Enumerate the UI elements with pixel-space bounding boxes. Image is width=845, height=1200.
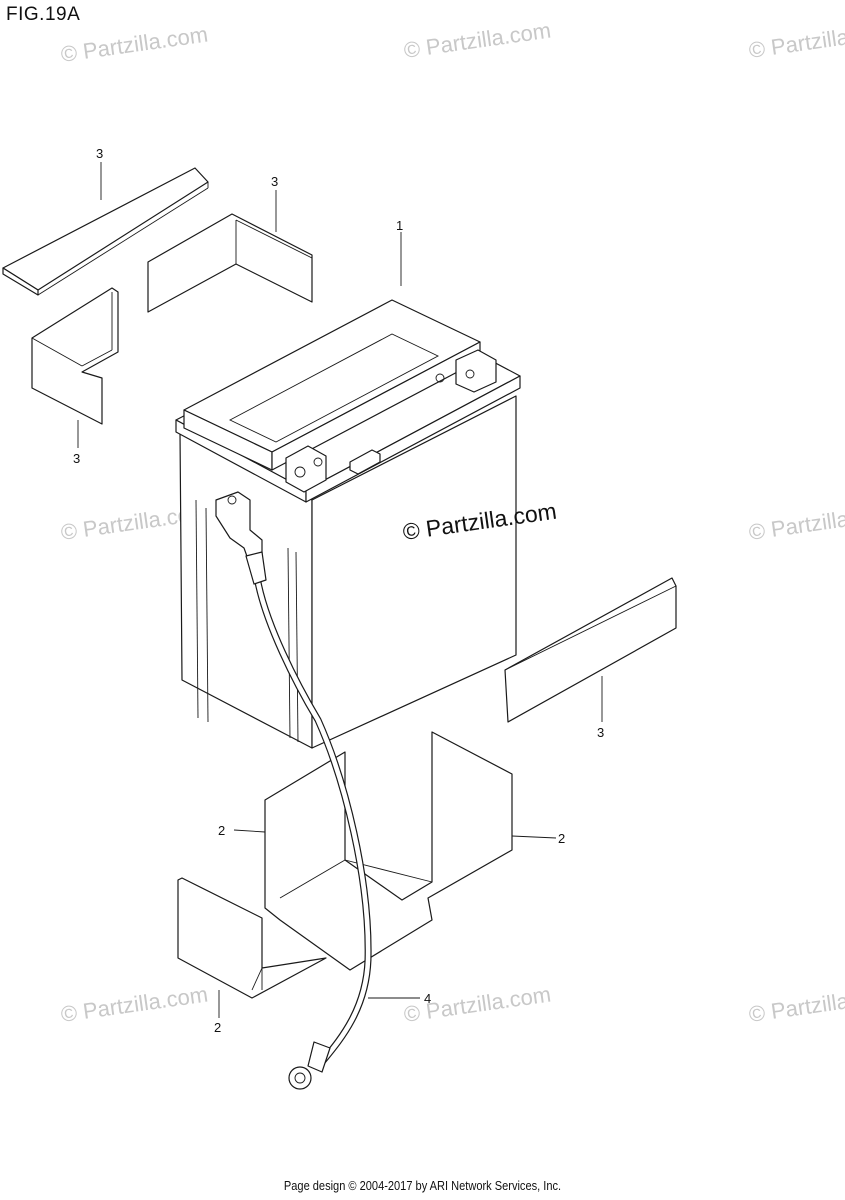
callout-cushion: 3 bbox=[597, 725, 604, 740]
cushion-bent-top bbox=[147, 213, 313, 313]
cushion-strip-top-left bbox=[2, 167, 209, 296]
battery bbox=[175, 299, 521, 749]
callout-battery-case: 2 bbox=[558, 831, 565, 846]
leader-lines bbox=[77, 162, 603, 1018]
watermark: © Partzilla.com bbox=[402, 18, 552, 63]
watermark: © Partzilla.com bbox=[59, 982, 209, 1027]
battery-case-lower bbox=[177, 877, 327, 999]
figure-title: FIG.19A bbox=[6, 4, 81, 25]
cushion-strip-right bbox=[504, 577, 677, 723]
watermark: © Partzilla.com bbox=[747, 18, 845, 63]
callout-labels: 1 2 2 2 3 3 3 3 4 bbox=[73, 146, 604, 1035]
callout-battery: 1 bbox=[396, 218, 403, 233]
battery-lead-wire bbox=[245, 551, 372, 1090]
callout-battery-case: 2 bbox=[218, 823, 225, 838]
callout-cushion: 3 bbox=[73, 451, 80, 466]
watermark: © Partzilla.com bbox=[747, 500, 845, 545]
watermark: © Partzilla.com bbox=[747, 982, 845, 1027]
page-footer: Page design © 2004-2017 by ARI Network S… bbox=[283, 1178, 562, 1193]
battery-case-upper bbox=[264, 731, 513, 971]
callout-cushion: 3 bbox=[96, 146, 103, 161]
callout-battery-case: 2 bbox=[214, 1020, 221, 1035]
cushion-bent-left bbox=[31, 287, 119, 425]
callout-battery-lead-wire: 4 bbox=[424, 991, 431, 1006]
watermark: © Partzilla.com bbox=[59, 22, 209, 67]
callout-cushion: 3 bbox=[271, 174, 278, 189]
